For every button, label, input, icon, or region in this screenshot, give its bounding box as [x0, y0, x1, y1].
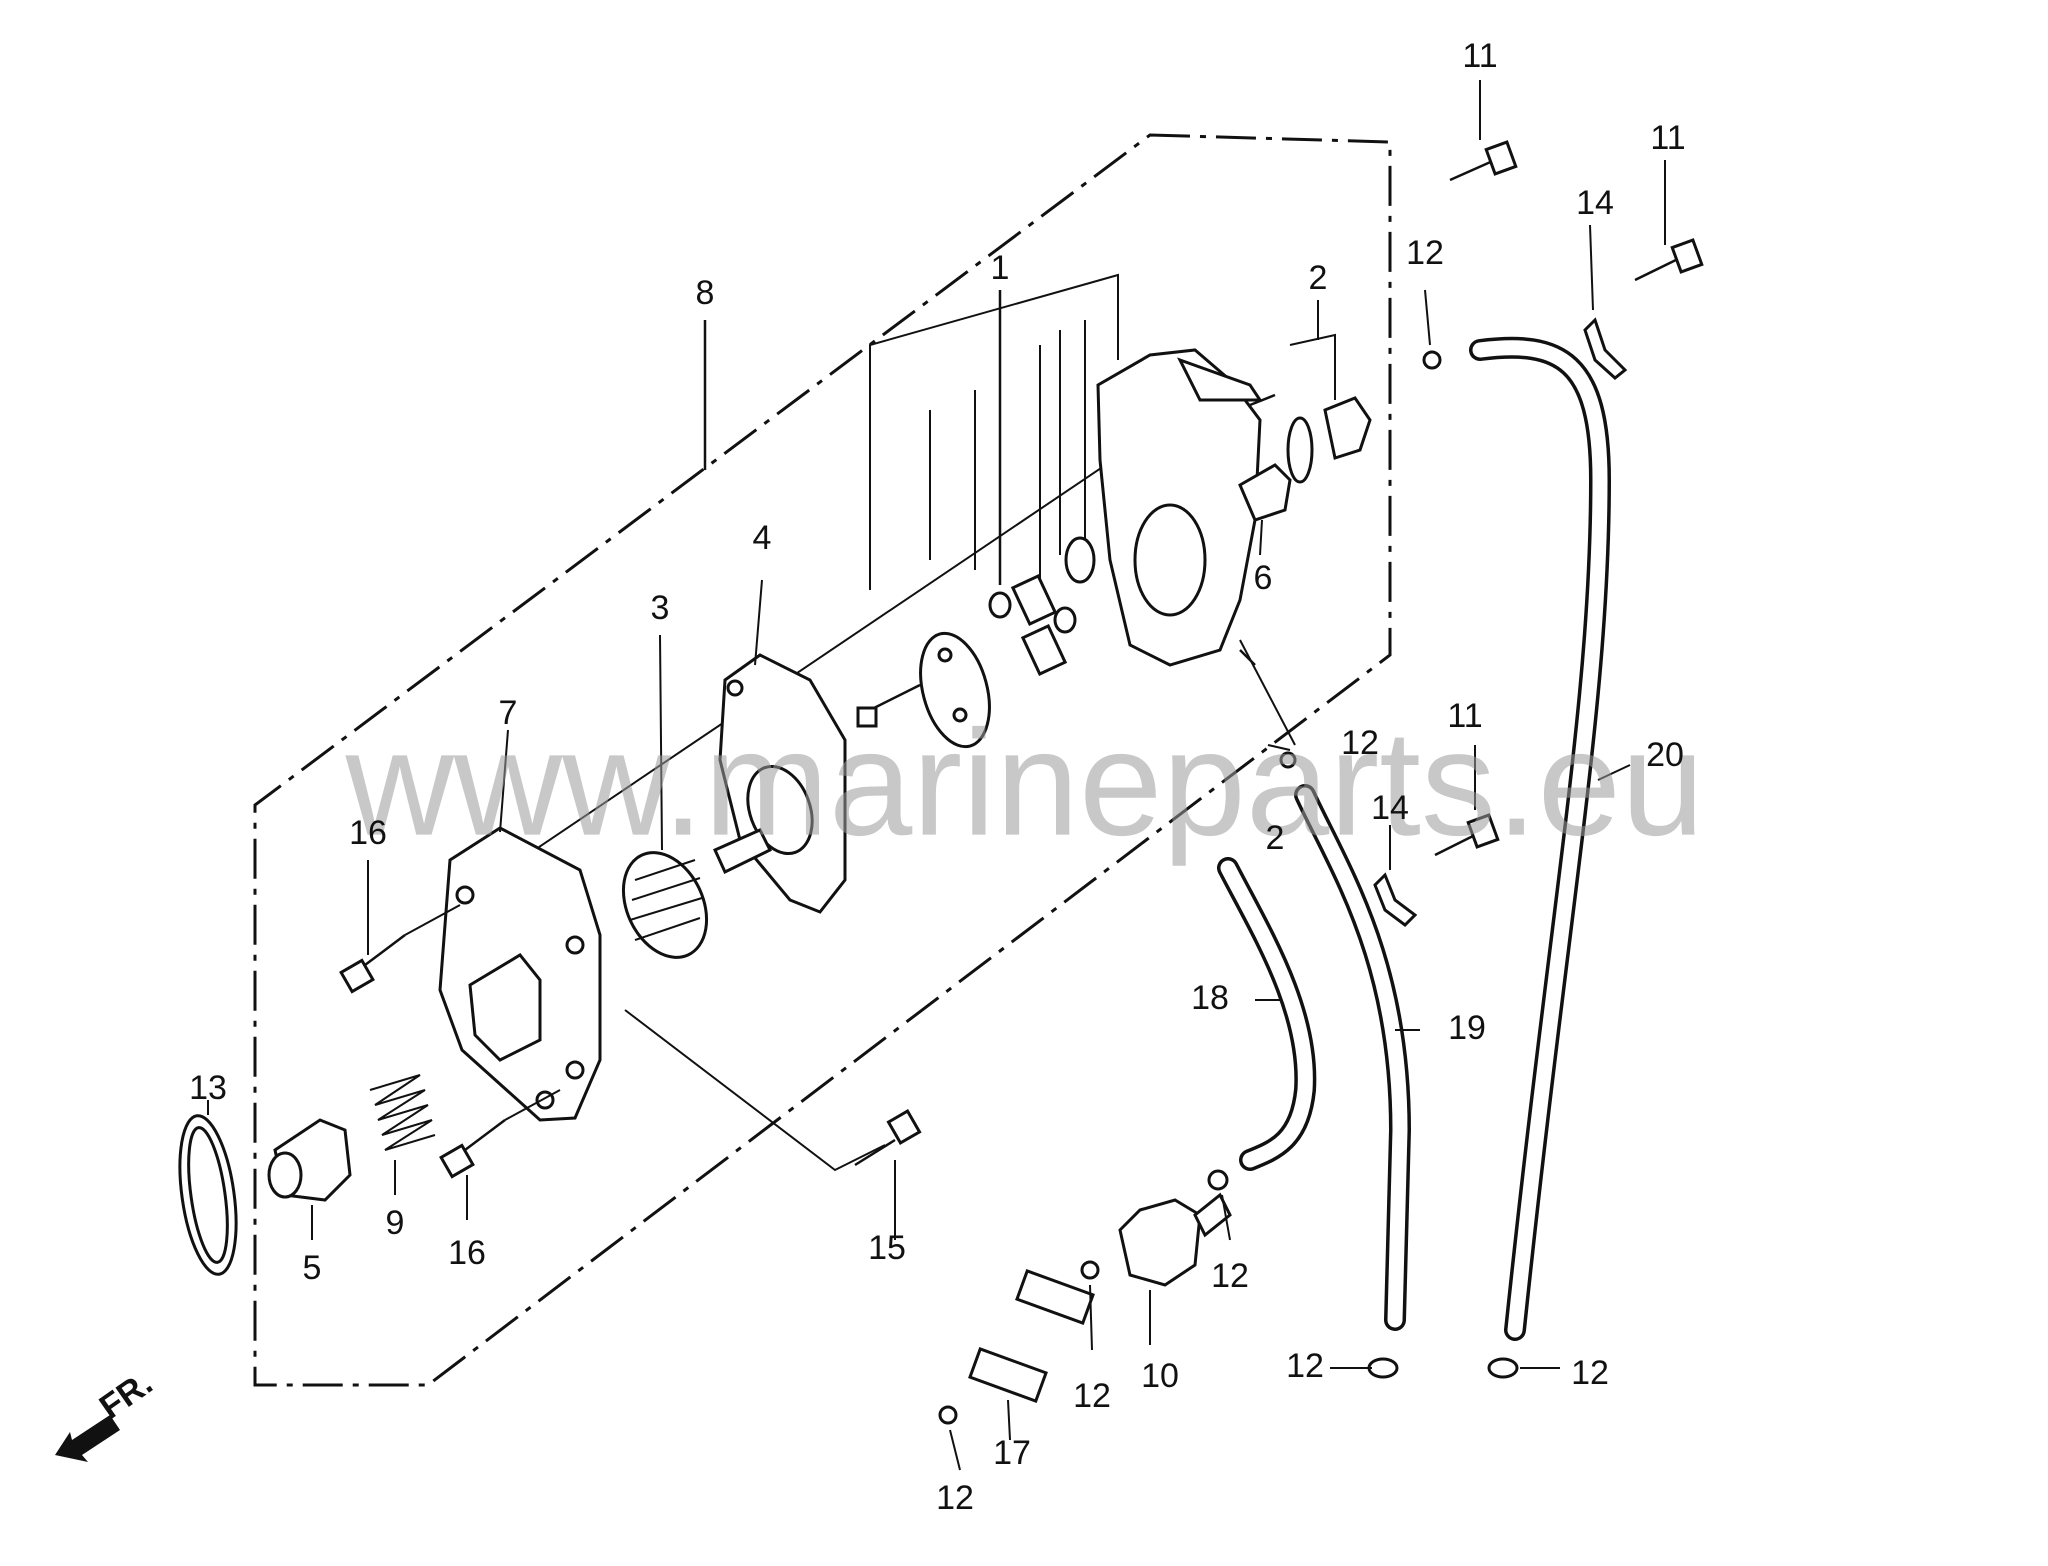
- screw-15: [854, 1109, 922, 1167]
- callout-12-tube: 12: [1073, 1377, 1111, 1415]
- plug-2: [1323, 396, 1372, 460]
- callout-13: 13: [189, 1069, 227, 1107]
- callout-17: 17: [993, 1434, 1031, 1472]
- callout-18: 18: [1191, 979, 1229, 1017]
- callout-1: 1: [991, 249, 1010, 287]
- tube-17-a: [1015, 1269, 1095, 1325]
- bolt-11-right: [1634, 238, 1704, 282]
- clamp-12-g: [1487, 1357, 1519, 1379]
- callout-20: 20: [1646, 736, 1684, 774]
- callout-11-top: 11: [1462, 37, 1497, 75]
- o-ring-13: [178, 1114, 238, 1276]
- clamp-12-e: [938, 1405, 958, 1425]
- callout-19: 19: [1448, 1009, 1486, 1047]
- valve-spring-1: [1010, 573, 1058, 627]
- callout-12-bottom: 12: [936, 1479, 974, 1517]
- hose-18: [1217, 857, 1317, 1171]
- valve-ball-2: [1053, 606, 1077, 634]
- clamp-12-d: [1080, 1260, 1100, 1280]
- callout-12-hose20: 12: [1571, 1354, 1609, 1392]
- small-screw: [856, 683, 921, 728]
- callout-9: 9: [386, 1204, 405, 1242]
- bolt-11-top: [1449, 140, 1518, 182]
- valve-ball-1: [988, 591, 1012, 619]
- callout-12-mid: 12: [1341, 724, 1379, 762]
- callout-2-lower: 2: [1266, 819, 1285, 857]
- hose-20: [1469, 336, 1612, 1341]
- callout-16-lower: 16: [448, 1234, 486, 1272]
- spring-3: [621, 851, 709, 959]
- callout-14-mid: 14: [1371, 789, 1409, 827]
- pump-body: [1096, 348, 1276, 667]
- watermark: www.marineparts.eu: [345, 699, 1705, 867]
- callout-3: 3: [651, 589, 670, 627]
- screw-16-lower: [439, 1119, 506, 1179]
- diaphragm-4: [713, 653, 847, 914]
- callout-15: 15: [868, 1229, 906, 1267]
- valve-spring-2: [1020, 623, 1068, 677]
- clamp-12-b: [1279, 751, 1297, 769]
- check-valve-plate: [919, 631, 991, 749]
- callout-10: 10: [1141, 1357, 1179, 1395]
- callout-7: 7: [499, 694, 518, 732]
- tube-17-b: [968, 1347, 1048, 1403]
- clamp-12-c: [1207, 1169, 1229, 1191]
- spring-9: [369, 1074, 436, 1151]
- bolt-11-mid: [1434, 813, 1500, 857]
- clamp-12-a: [1422, 350, 1442, 370]
- screw-16-upper: [339, 934, 406, 994]
- callout-12-top: 12: [1406, 234, 1444, 272]
- clamp-12-f: [1367, 1357, 1399, 1379]
- assembly-boundary: [253, 133, 1392, 1387]
- front-direction-marker: FR.: [55, 1364, 159, 1462]
- filter-10: [1118, 1192, 1232, 1287]
- callout-16-upper: 16: [349, 814, 387, 852]
- callout-5: 5: [303, 1249, 322, 1287]
- pump-cover-7: [438, 826, 602, 1122]
- callout-6: 6: [1254, 559, 1273, 597]
- callout-11-mid: 11: [1447, 697, 1482, 735]
- callout-8: 8: [696, 274, 715, 312]
- clip-14-mid: [1373, 872, 1418, 927]
- callout-2-upper: 2: [1309, 259, 1328, 297]
- washer-2: [1286, 416, 1314, 484]
- valve-6: [1238, 463, 1292, 522]
- front-direction-label: FR.: [93, 1364, 160, 1427]
- plug-5: [267, 1118, 352, 1202]
- callout-12-hose19: 12: [1286, 1347, 1324, 1385]
- callout-4: 4: [753, 519, 772, 557]
- hose-19: [1294, 784, 1412, 1331]
- callout-11-right: 11: [1650, 119, 1685, 157]
- callout-14-top: 14: [1576, 184, 1614, 222]
- small-o-ring: [1064, 536, 1096, 584]
- callout-12-filter: 12: [1211, 1257, 1249, 1295]
- clip-14-top: [1583, 317, 1628, 380]
